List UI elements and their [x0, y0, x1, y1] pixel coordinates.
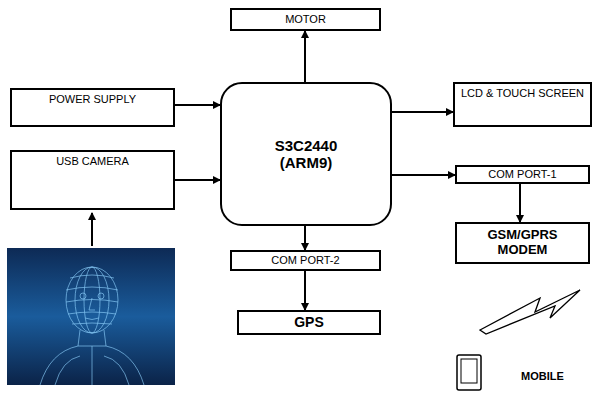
arrow-connector — [304, 226, 306, 250]
box-label: USB CAMERA — [52, 155, 133, 168]
lightning-symbol — [480, 290, 580, 334]
processor-box: S3C2440 (ARM9) — [220, 82, 392, 226]
output-box: MOTOR — [230, 8, 381, 31]
box-label: POWER SUPPLY — [45, 93, 140, 106]
box-label: GPS — [290, 314, 328, 330]
box-label: COM PORT-2 — [267, 254, 343, 267]
input-box: POWER SUPPLY — [10, 88, 175, 127]
arrow-connector — [304, 31, 306, 82]
arrow-connector — [519, 184, 521, 222]
arrow-connector — [392, 174, 455, 176]
arrow-connector — [392, 111, 453, 113]
input-box: USB CAMERA — [10, 150, 175, 210]
box-label: LCD & TOUCH SCREEN — [457, 87, 588, 100]
port-box: COM PORT-1 — [455, 165, 590, 184]
face-image — [7, 248, 175, 385]
port-box: COM PORT-2 — [230, 250, 381, 271]
arrow-connector — [175, 179, 220, 181]
output-box: LCD & TOUCH SCREEN — [453, 82, 592, 127]
box-label: GSM/GPRS MODEM — [464, 228, 582, 258]
device-label: MOBILE — [521, 370, 564, 382]
box-label: COM PORT-1 — [484, 168, 560, 181]
box-label: MOTOR — [281, 13, 330, 26]
arrow-connector — [304, 271, 306, 310]
box-label: S3C2440 (ARM9) — [257, 137, 355, 172]
gps-box: GPS — [237, 310, 381, 335]
arrow-connector — [175, 104, 220, 106]
camera-arrow — [91, 213, 93, 246]
modem-box: GSM/GPRS MODEM — [455, 222, 590, 264]
mobile-phone-icon — [457, 355, 481, 390]
